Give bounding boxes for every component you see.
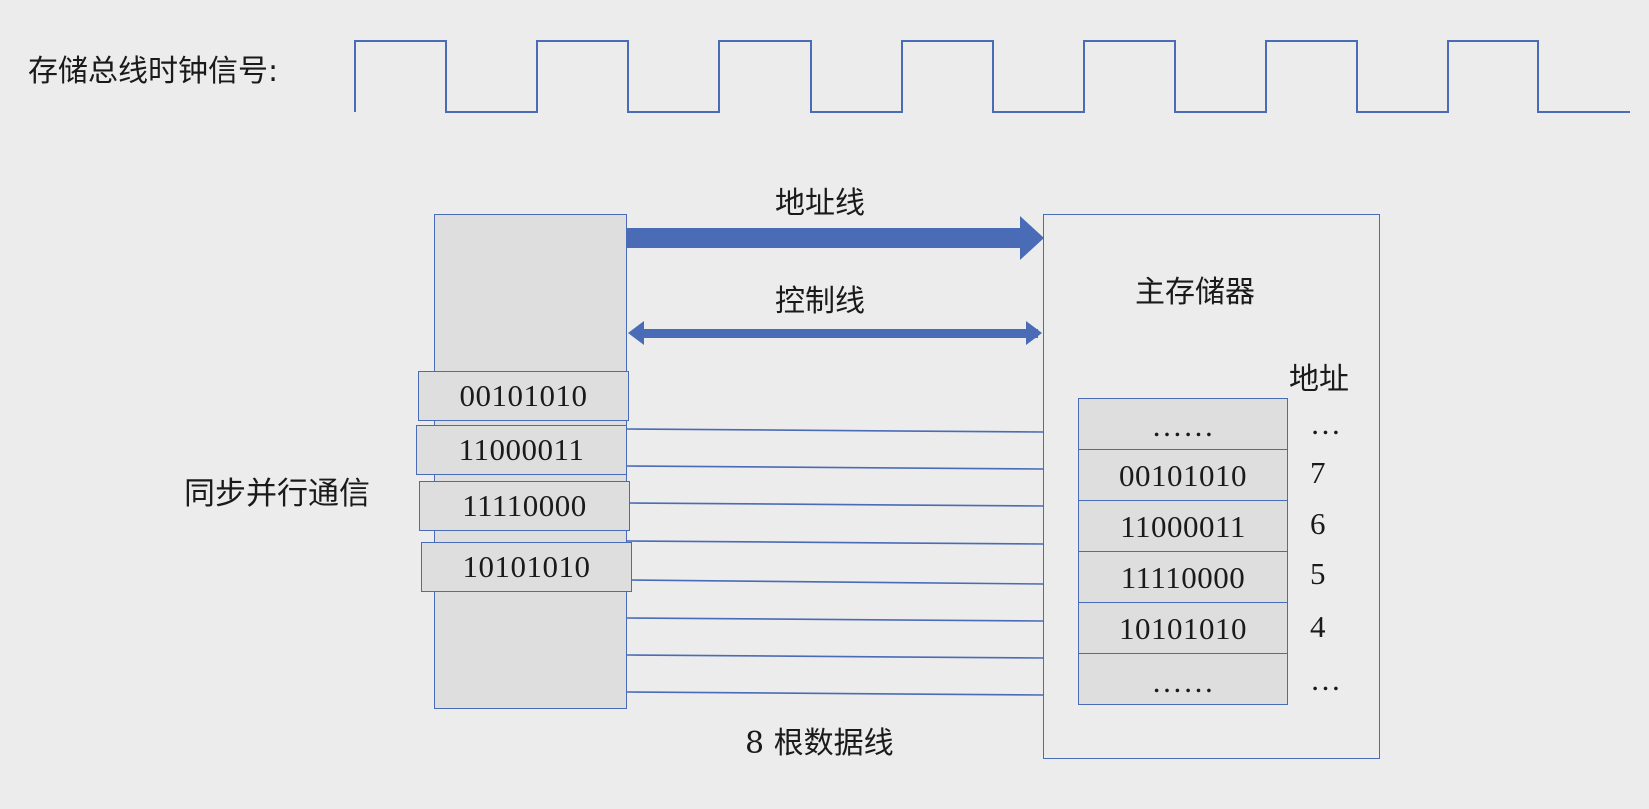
data-line [626,465,1044,470]
data-lines-label: 8 根数据线 [745,726,894,761]
memory-cell: 00101010 [1078,449,1288,501]
data-line [626,579,1044,585]
memory-cell: 11000011 [1078,500,1288,552]
memory-address: 7 [1310,455,1326,490]
data-lines [626,428,1044,696]
cpu-register: 11000011 [416,425,627,475]
sync-parallel-label: 同步并行通信 [184,476,370,512]
memory-address: … [1310,662,1341,697]
address-line-label: 地址线 [775,186,865,221]
data-line [626,617,1044,622]
data-line [626,502,1044,507]
memory-cell: 10101010 [1078,602,1288,654]
data-line [626,428,1044,433]
memory-address: 5 [1310,556,1326,591]
memory-cell: …… [1078,398,1288,450]
data-line [626,540,1044,545]
data-line [626,654,1044,659]
control-bus-arrow [642,329,1038,338]
cpu-register: 10101010 [421,542,632,592]
main-memory-title: 主存储器 [1135,275,1255,310]
cpu-register: 11110000 [419,481,630,531]
control-bus-right-arrowhead [1026,321,1042,345]
data-line [626,691,1044,696]
control-bus-left-arrowhead [628,321,644,345]
clock-signal-label: 存储总线时钟信号: [28,54,279,89]
memory-address: 4 [1310,609,1326,644]
memory-address: 6 [1310,506,1326,541]
memory-cell: 11110000 [1078,551,1288,603]
memory-address: … [1310,406,1341,441]
cpu-register: 00101010 [418,371,629,421]
address-bus-arrow [627,228,1022,248]
memory-cell: …… [1078,653,1288,705]
clock-waveform [354,40,1630,113]
address-header: 地址 [1289,362,1349,397]
address-bus-arrowhead [1020,216,1044,260]
control-line-label: 控制线 [775,284,865,319]
